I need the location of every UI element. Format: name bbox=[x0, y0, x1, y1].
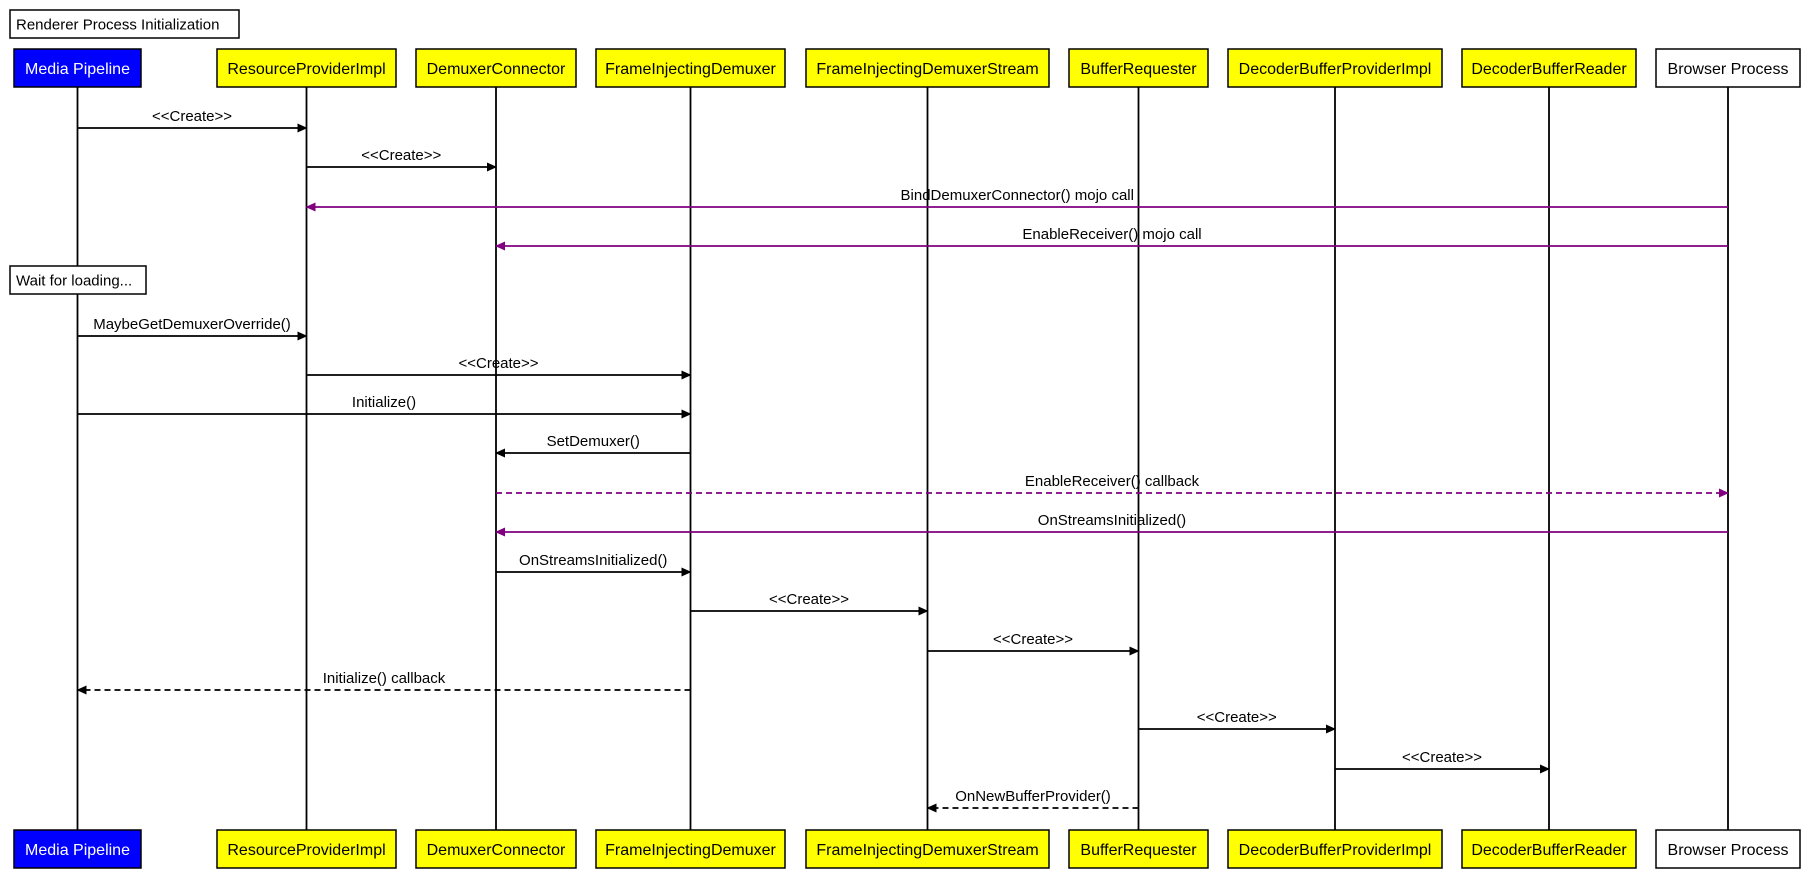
participant-label: Media Pipeline bbox=[25, 61, 130, 78]
messages: <<Create>> <<Create>> BindDemuxerConnector… bbox=[76, 108, 1729, 813]
participant-demuxer-connector-bottom: DemuxerConnector bbox=[415, 829, 577, 869]
participant-decoder-buffer-provider-impl-bottom: DecoderBufferProviderImpl bbox=[1227, 829, 1443, 869]
message-9: EnableReceiver() callback bbox=[496, 473, 1729, 498]
message-2: <<Create>> bbox=[306, 147, 497, 172]
participant-buffer-requester-top: BufferRequester bbox=[1068, 48, 1209, 88]
message-label: <<Create>> bbox=[993, 631, 1073, 648]
participant-browser-process-bottom: Browser Process bbox=[1655, 829, 1801, 869]
participant-browser-process-top: Browser Process bbox=[1655, 48, 1801, 88]
participant-box bbox=[595, 48, 786, 88]
message-label: OnStreamsInitialized() bbox=[519, 552, 667, 569]
message-label: <<Create>> bbox=[152, 108, 232, 125]
participant-box bbox=[1068, 48, 1209, 88]
message-17: OnNewBufferProvider() bbox=[926, 788, 1139, 813]
message-label: BindDemuxerConnector() mojo call bbox=[901, 187, 1134, 204]
participant-resource-provider-impl-bottom: ResourceProviderImpl bbox=[216, 829, 397, 869]
participant-frame-injecting-demuxer-top: FrameInjectingDemuxer bbox=[595, 48, 786, 88]
participant-label: DemuxerConnector bbox=[427, 842, 566, 859]
message-13: <<Create>> bbox=[927, 631, 1140, 656]
participant-box bbox=[1655, 48, 1801, 88]
participant-resource-provider-impl-top: ResourceProviderImpl bbox=[216, 48, 397, 88]
participant-box bbox=[13, 829, 142, 869]
message-4: EnableReceiver() mojo call bbox=[495, 226, 1728, 251]
message-6: <<Create>> bbox=[306, 355, 692, 380]
participant-label: Media Pipeline bbox=[25, 842, 130, 859]
participant-box bbox=[13, 48, 142, 88]
participant-label: DecoderBufferProviderImpl bbox=[1239, 61, 1432, 78]
message-label: Initialize() bbox=[352, 394, 416, 411]
notes: Wait for loading... bbox=[9, 265, 147, 295]
message-12: <<Create>> bbox=[690, 591, 929, 616]
note-1: Wait for loading... bbox=[9, 265, 147, 295]
participant-buffer-requester-bottom: BufferRequester bbox=[1068, 829, 1209, 869]
participant-label: BufferRequester bbox=[1080, 842, 1197, 859]
participant-label: FrameInjectingDemuxer bbox=[605, 61, 776, 78]
participant-frame-injecting-demuxer-stream-bottom: FrameInjectingDemuxerStream bbox=[805, 829, 1050, 869]
message-10: OnStreamsInitialized() bbox=[495, 512, 1728, 537]
participant-label: Browser Process bbox=[1668, 842, 1789, 859]
participant-frame-injecting-demuxer-bottom: FrameInjectingDemuxer bbox=[595, 829, 786, 869]
participant-decoder-buffer-reader-bottom: DecoderBufferReader bbox=[1461, 829, 1637, 869]
message-label: <<Create>> bbox=[361, 147, 441, 164]
message-label: OnStreamsInitialized() bbox=[1038, 512, 1186, 529]
participant-box bbox=[1461, 829, 1637, 869]
message-label: SetDemuxer() bbox=[547, 433, 640, 450]
participant-box bbox=[415, 829, 577, 869]
message-label: MaybeGetDemuxerOverride() bbox=[93, 316, 291, 333]
participant-label: DemuxerConnector bbox=[427, 61, 566, 78]
participant-box bbox=[805, 48, 1050, 88]
message-label: <<Create>> bbox=[1402, 749, 1482, 766]
participant-box bbox=[1461, 48, 1637, 88]
message-15: <<Create>> bbox=[1138, 709, 1336, 734]
participant-label: BufferRequester bbox=[1080, 61, 1197, 78]
participant-label: Browser Process bbox=[1668, 61, 1789, 78]
message-14: Initialize() callback bbox=[76, 670, 691, 695]
message-label: <<Create>> bbox=[1197, 709, 1277, 726]
message-label: OnNewBufferProvider() bbox=[955, 788, 1111, 805]
participant-box bbox=[216, 48, 397, 88]
participant-decoder-buffer-provider-impl-top: DecoderBufferProviderImpl bbox=[1227, 48, 1443, 88]
participant-box bbox=[1227, 829, 1443, 869]
participant-box bbox=[415, 48, 577, 88]
note-box bbox=[9, 265, 147, 295]
participant-frame-injecting-demuxer-stream-top: FrameInjectingDemuxerStream bbox=[805, 48, 1050, 88]
message-3: BindDemuxerConnector() mojo call bbox=[305, 187, 1728, 212]
participant-demuxer-connector-top: DemuxerConnector bbox=[415, 48, 577, 88]
participant-box bbox=[595, 829, 786, 869]
message-7: Initialize() bbox=[77, 394, 692, 419]
participant-label: FrameInjectingDemuxerStream bbox=[816, 842, 1038, 859]
participant-label: ResourceProviderImpl bbox=[227, 842, 385, 859]
participant-box bbox=[805, 829, 1050, 869]
message-label: <<Create>> bbox=[458, 355, 538, 372]
message-11: OnStreamsInitialized() bbox=[496, 552, 692, 577]
message-label: <<Create>> bbox=[769, 591, 849, 608]
participant-box bbox=[1068, 829, 1209, 869]
message-label: Initialize() callback bbox=[323, 670, 446, 687]
participant-label: FrameInjectingDemuxerStream bbox=[816, 61, 1038, 78]
message-1: <<Create>> bbox=[77, 108, 308, 133]
message-label: EnableReceiver() mojo call bbox=[1022, 226, 1201, 243]
message-label: EnableReceiver() callback bbox=[1025, 473, 1200, 490]
participant-media-pipeline-top: Media Pipeline bbox=[13, 48, 142, 88]
participant-label: ResourceProviderImpl bbox=[227, 61, 385, 78]
participant-media-pipeline-bottom: Media Pipeline bbox=[13, 829, 142, 869]
message-5: MaybeGetDemuxerOverride() bbox=[77, 316, 308, 341]
participant-label: DecoderBufferProviderImpl bbox=[1239, 842, 1432, 859]
participant-label: FrameInjectingDemuxer bbox=[605, 842, 776, 859]
message-8: SetDemuxer() bbox=[495, 433, 691, 458]
note-label: Wait for loading... bbox=[16, 273, 132, 290]
participant-label: DecoderBufferReader bbox=[1471, 842, 1627, 859]
participant-label: DecoderBufferReader bbox=[1471, 61, 1627, 78]
participant-box bbox=[1655, 829, 1801, 869]
diagram-title-frame: Renderer Process Initialization bbox=[9, 9, 240, 39]
message-16: <<Create>> bbox=[1335, 749, 1550, 774]
diagram-title: Renderer Process Initialization bbox=[16, 17, 219, 34]
participant-box bbox=[1227, 48, 1443, 88]
participant-decoder-buffer-reader-top: DecoderBufferReader bbox=[1461, 48, 1637, 88]
participant-box bbox=[216, 829, 397, 869]
